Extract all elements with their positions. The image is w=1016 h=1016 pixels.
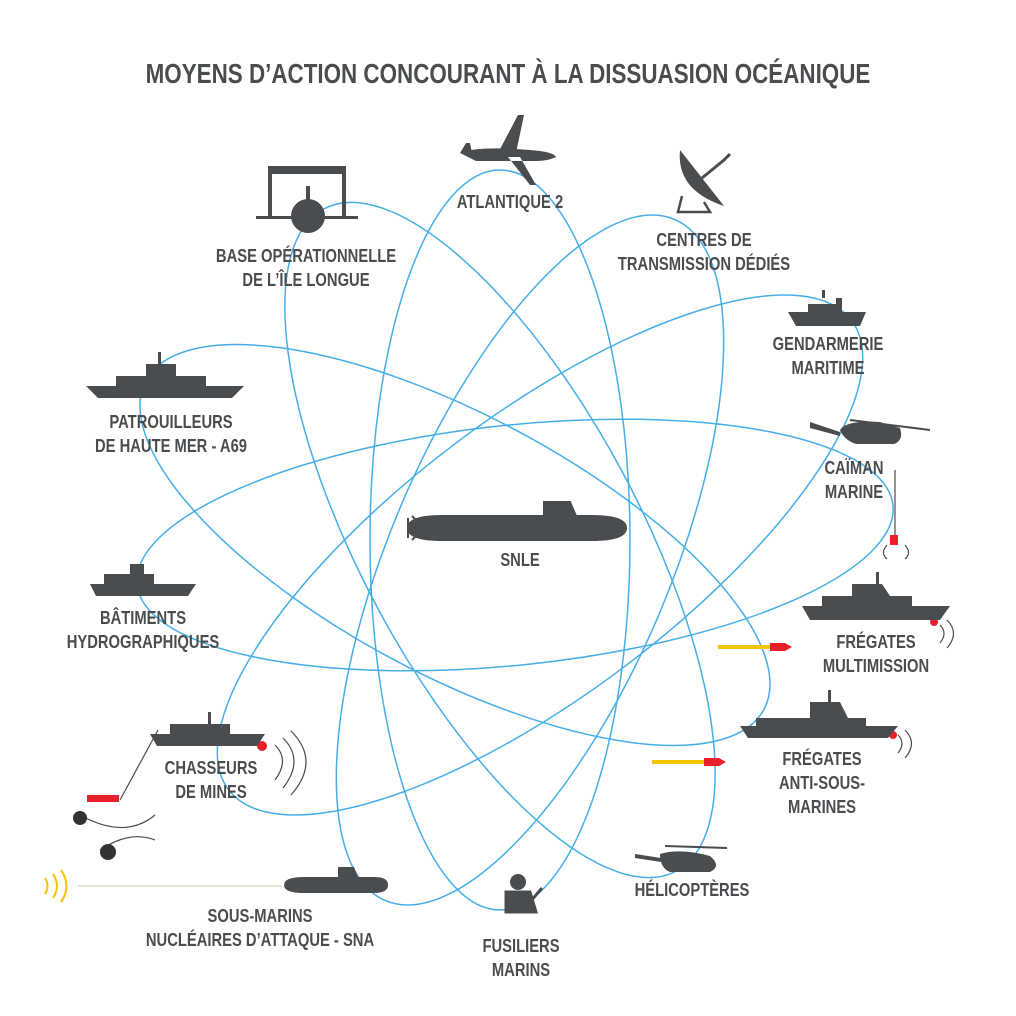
patrol-ship-icon xyxy=(86,352,246,402)
submarine-icon xyxy=(280,865,390,897)
page-title: MOYENS D’ACTION CONCOURANT À LA DISSUASI… xyxy=(145,58,871,89)
base-icon xyxy=(256,166,361,238)
patrol-boat-icon xyxy=(788,290,868,330)
sonar-details xyxy=(79,470,955,851)
satellite-dish-icon xyxy=(672,148,737,218)
frigate-icon xyxy=(802,572,952,622)
orbit-ellipse xyxy=(335,214,725,906)
frigate-icon xyxy=(740,690,900,740)
orbit-ellipse xyxy=(369,169,631,911)
node-label-atlantique: ATLANTIQUE 2 xyxy=(456,192,564,212)
aircraft-icon xyxy=(458,113,558,188)
submarine-icon xyxy=(404,500,629,548)
helicopter-icon xyxy=(810,410,935,465)
node-label-helicopteres: HÉLICOPTÈRES xyxy=(634,880,750,900)
minehunter-icon xyxy=(150,712,270,750)
helicopter-icon xyxy=(635,840,730,880)
center-label: SNLE xyxy=(500,550,540,570)
survey-ship-icon xyxy=(90,560,200,600)
soldier-icon xyxy=(500,872,545,922)
